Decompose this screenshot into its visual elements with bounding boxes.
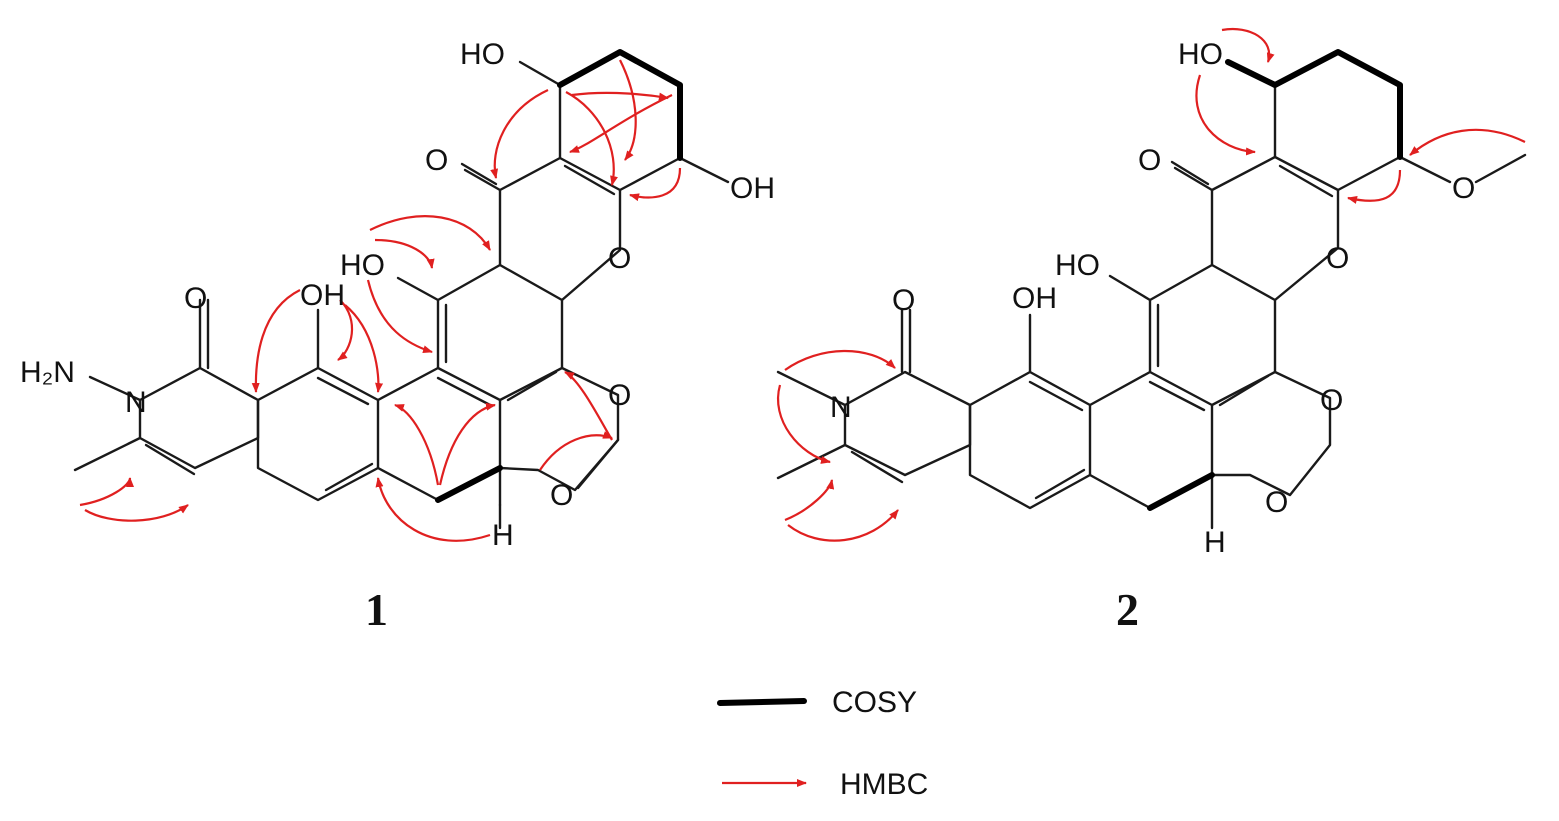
compound-2-dioxane-o-right-label: O	[1320, 384, 1343, 417]
compound-2-amide-o-label: O	[892, 284, 915, 317]
compound-2-pyran-o-label: O	[1326, 242, 1349, 275]
compound-1-dioxane-o-bottom-label: O	[550, 479, 573, 512]
compound-1-number: 1	[365, 584, 388, 635]
compound-1-atom-labels: HO OH O O HO OH O H₂N N O O H	[20, 38, 775, 552]
compound-1-ho-top-label: HO	[460, 38, 505, 71]
compound-1-ketone-o-label: O	[425, 144, 448, 177]
compound-2-n-label: N	[830, 391, 852, 424]
legend-cosy-swatch	[717, 698, 807, 706]
compound-2-ketone-o-label: O	[1138, 144, 1161, 177]
compound-1-bonds	[73, 50, 730, 530]
compound-1-structure: HO OH O O HO OH O H₂N N O O H 1	[20, 38, 775, 635]
compound-2-ho-top-label: HO	[1178, 38, 1223, 71]
compound-2-atom-labels: HO O O O HO OH O N O O H	[830, 38, 1475, 559]
compound-1-cosy-bonds	[435, 49, 683, 503]
compound-1-h-label: H	[492, 519, 514, 552]
compound-2-cosy-bonds	[1147, 49, 1403, 511]
compound-1-dioxane-o-right-label: O	[608, 379, 631, 412]
compound-2-ho-mid-label: HO	[1055, 249, 1100, 282]
compound-2-hmbc-arrows	[777, 27, 1526, 542]
compound-1-n-label: N	[125, 386, 147, 419]
compound-1-oh-right-label: OH	[730, 172, 775, 205]
compound-1-nh2-label: H₂N	[20, 356, 75, 389]
compound-1-hmbc-arrows	[79, 59, 682, 542]
compound-1-oh-left-label: OH	[300, 279, 345, 312]
compound-1-pyran-o-label: O	[608, 242, 631, 275]
legend-hmbc-label: HMBC	[840, 768, 928, 801]
compound-2-oh-left-label: OH	[1012, 282, 1057, 315]
legend: COSY HMBC	[717, 686, 928, 801]
compound-2-structure: HO O O O HO OH O N O O H 2	[776, 27, 1527, 635]
compound-1-ho-mid-label: HO	[340, 249, 385, 282]
compound-2-h-label: H	[1204, 526, 1226, 559]
compound-2-bonds	[776, 50, 1527, 530]
compound-2-number: 2	[1116, 584, 1139, 635]
legend-cosy-label: COSY	[832, 686, 917, 719]
compound-2-dioxane-o-bottom-label: O	[1265, 486, 1288, 519]
compound-2-methoxy-o-label: O	[1452, 172, 1475, 205]
compound-1-amide-o-label: O	[184, 282, 207, 315]
